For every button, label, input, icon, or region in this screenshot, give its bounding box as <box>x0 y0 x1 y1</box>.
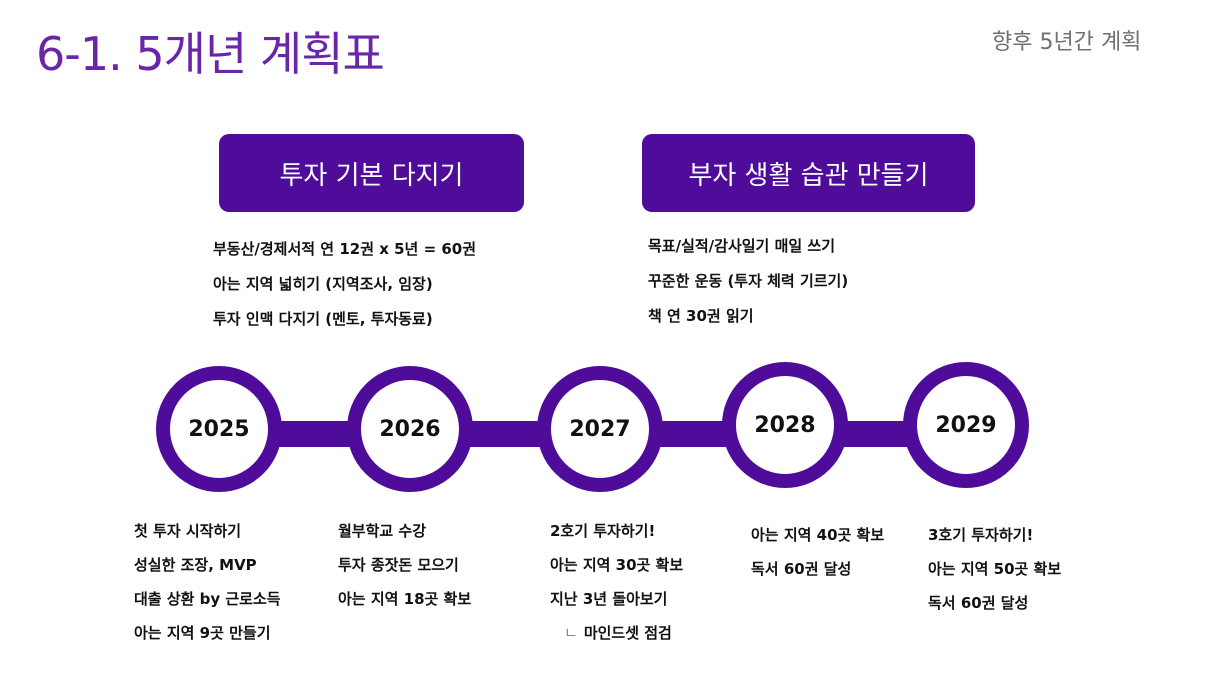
goal-item: 목표/실적/감사일기 매일 쓰기 <box>648 237 836 255</box>
sub-item-marker: ㄴ <box>564 624 578 642</box>
plan-item: 3호기 투자하기! <box>928 526 1034 544</box>
plan-item: 아는 지역 18곳 확보 <box>338 590 472 608</box>
plan-sub-item: ㄴ 마인드셋 점검 <box>550 616 683 650</box>
theme-box-investment-basics: 투자 기본 다지기 <box>219 134 524 212</box>
year-plan-2029: 3호기 투자하기! 아는 지역 50곳 확보 독서 60권 달성 <box>928 518 1061 620</box>
goal-list-investment-basics: 부동산/경제서적 연 12권 x 5년 = 60권 아는 지역 넓히기 (지역조… <box>213 232 476 337</box>
year-circle-2028: 2028 <box>722 362 848 488</box>
plan-item: 독서 60권 달성 <box>928 594 1029 612</box>
goal-list-rich-habits: 목표/실적/감사일기 매일 쓰기 꾸준한 운동 (투자 체력 기르기) 책 연 … <box>648 229 848 334</box>
plan-sub-item-text: 마인드셋 점검 <box>583 624 672 642</box>
page-subtitle: 향후 5년간 계획 <box>992 30 1142 55</box>
year-circle-2027: 2027 <box>537 366 663 492</box>
year-plan-2026: 월부학교 수강 투자 종잣돈 모으기 아는 지역 18곳 확보 <box>338 514 471 616</box>
plan-item: 대출 상환 by 근로소득 <box>134 590 281 608</box>
goal-item: 부동산/경제서적 연 12권 x 5년 = 60권 <box>213 240 477 258</box>
year-label: 2025 <box>188 416 250 442</box>
goal-item: 책 연 30권 읽기 <box>648 307 754 325</box>
year-label: 2028 <box>754 412 816 438</box>
plan-item: 월부학교 수강 <box>338 522 427 540</box>
plan-item: 아는 지역 50곳 확보 <box>928 560 1062 578</box>
plan-item: 아는 지역 9곳 만들기 <box>134 624 271 642</box>
year-label: 2027 <box>569 416 631 442</box>
plan-item: 투자 종잣돈 모으기 <box>338 556 459 574</box>
year-circle-2025: 2025 <box>156 366 282 492</box>
plan-item: 성실한 조장, MVP <box>134 556 257 574</box>
plan-item: 지난 3년 돌아보기 <box>550 590 668 608</box>
theme-label: 투자 기본 다지기 <box>279 160 464 191</box>
page-title: 6-1. 5개년 계획표 <box>36 27 385 81</box>
plan-item: 아는 지역 40곳 확보 <box>751 526 885 544</box>
plan-item: 독서 60권 달성 <box>751 560 852 578</box>
plan-item: 첫 투자 시작하기 <box>134 522 242 540</box>
year-plan-2028: 아는 지역 40곳 확보 독서 60권 달성 <box>751 518 884 586</box>
goal-item: 투자 인맥 다지기 (멘토, 투자동료) <box>213 310 433 328</box>
year-label: 2029 <box>935 412 997 438</box>
goal-item: 아는 지역 넓히기 (지역조사, 임장) <box>213 275 433 293</box>
year-label: 2026 <box>379 416 441 442</box>
plan-item: 아는 지역 30곳 확보 <box>550 556 684 574</box>
year-circle-2029: 2029 <box>903 362 1029 488</box>
year-plan-2027: 2호기 투자하기! 아는 지역 30곳 확보 지난 3년 돌아보기 ㄴ 마인드셋 … <box>550 514 683 650</box>
plan-item: 2호기 투자하기! <box>550 522 656 540</box>
goal-item: 꾸준한 운동 (투자 체력 기르기) <box>648 272 849 290</box>
theme-box-rich-habits: 부자 생활 습관 만들기 <box>642 134 975 212</box>
year-circle-2026: 2026 <box>347 366 473 492</box>
theme-label: 부자 생활 습관 만들기 <box>688 160 929 191</box>
year-plan-2025: 첫 투자 시작하기 성실한 조장, MVP 대출 상환 by 근로소득 아는 지… <box>134 514 281 650</box>
